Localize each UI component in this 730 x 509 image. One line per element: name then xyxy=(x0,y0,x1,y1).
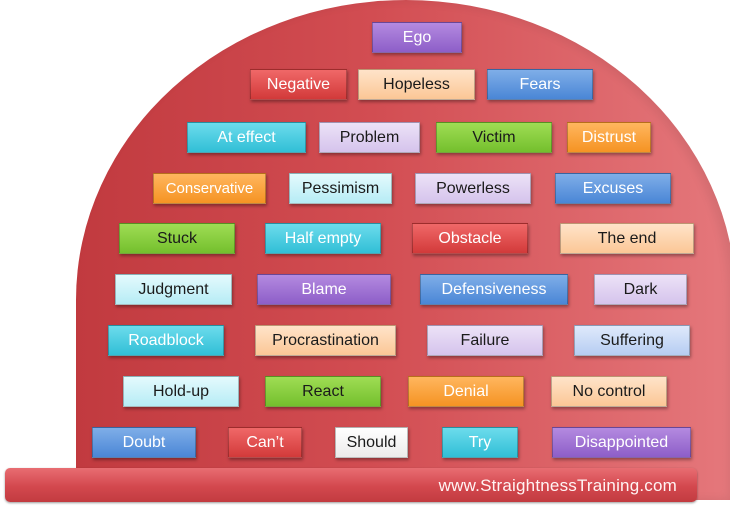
word-box: Hold-up xyxy=(123,376,239,407)
word-box: Ego xyxy=(372,22,462,53)
word-box: Blame xyxy=(257,274,391,305)
word-box: Victim xyxy=(436,122,552,153)
word-box: Problem xyxy=(319,122,420,153)
word-box: No control xyxy=(551,376,667,407)
word-box: Can’t xyxy=(228,427,302,458)
word-box: Conservative xyxy=(153,173,266,204)
word-box: Dark xyxy=(594,274,687,305)
word-box: Try xyxy=(442,427,518,458)
word-box: Procrastination xyxy=(255,325,396,356)
word-box: Hopeless xyxy=(358,69,475,100)
word-box: Distrust xyxy=(567,122,651,153)
word-box: Pessimism xyxy=(289,173,392,204)
word-box: Defensiveness xyxy=(420,274,568,305)
word-box: Powerless xyxy=(415,173,531,204)
word-box: Judgment xyxy=(115,274,232,305)
word-box: Roadblock xyxy=(108,325,224,356)
word-box: Failure xyxy=(427,325,543,356)
word-box: Suffering xyxy=(574,325,690,356)
footer-bar: www.StraightnessTraining.com xyxy=(5,468,697,502)
word-box: Negative xyxy=(250,69,347,100)
website-url: www.StraightnessTraining.com xyxy=(438,476,677,495)
word-box: Disappointed xyxy=(552,427,691,458)
word-box: Denial xyxy=(408,376,524,407)
word-box: React xyxy=(265,376,381,407)
word-box: At effect xyxy=(187,122,306,153)
word-box: Obstacle xyxy=(412,223,528,254)
word-box: Excuses xyxy=(555,173,671,204)
word-box: Should xyxy=(335,427,408,458)
word-box: Fears xyxy=(487,69,593,100)
word-box: Doubt xyxy=(92,427,196,458)
word-box: The end xyxy=(560,223,694,254)
word-box: Half empty xyxy=(265,223,381,254)
word-box: Stuck xyxy=(119,223,235,254)
